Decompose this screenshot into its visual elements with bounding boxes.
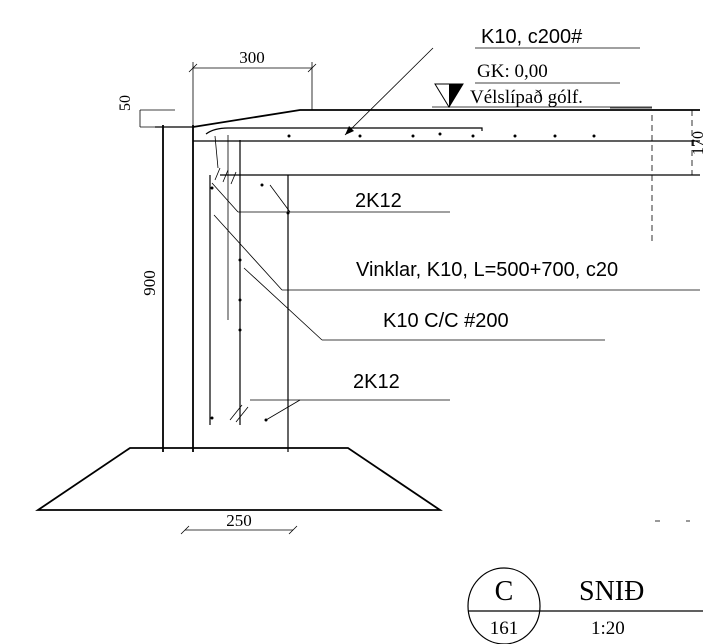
slab-rebar-dots xyxy=(287,132,596,138)
label-top-rebar: K10, c200# xyxy=(481,26,583,48)
section-circle xyxy=(467,567,541,644)
level-triangle-icon xyxy=(434,83,464,108)
leader-lines xyxy=(211,47,700,421)
dimension-300 xyxy=(188,62,317,125)
section-scale: 1:20 xyxy=(591,618,625,639)
sheet-number: 161 xyxy=(490,618,519,639)
floor-slab xyxy=(192,107,700,245)
dim-300-label: 300 xyxy=(239,48,265,67)
footing-outline xyxy=(35,447,443,511)
dim-900-label: 900 xyxy=(140,270,159,296)
dim-170-label: 170 xyxy=(690,131,703,155)
wall-rebar xyxy=(209,135,290,425)
label-angle-bars: Vinklar, K10, L=500+700, c20 xyxy=(356,259,618,281)
section-letter: C xyxy=(495,576,514,607)
label-floor-level: GK: 0,00 xyxy=(477,61,548,82)
label-floor-finish: Vélslípað gólf. xyxy=(470,87,583,108)
dim-250-label: 250 xyxy=(226,511,252,530)
section-title: SNIÐ xyxy=(579,576,644,607)
section-title-block xyxy=(467,567,703,644)
label-rebar-lower: 2K12 xyxy=(353,371,400,393)
dim-50-label: 50 xyxy=(117,95,134,111)
wall-outline xyxy=(155,125,700,452)
dimension-50 xyxy=(139,109,175,128)
label-wall-rebar: K10 C/C #200 xyxy=(383,310,509,332)
dimension-250 xyxy=(180,525,298,535)
label-rebar-upper: 2K12 xyxy=(355,190,402,212)
